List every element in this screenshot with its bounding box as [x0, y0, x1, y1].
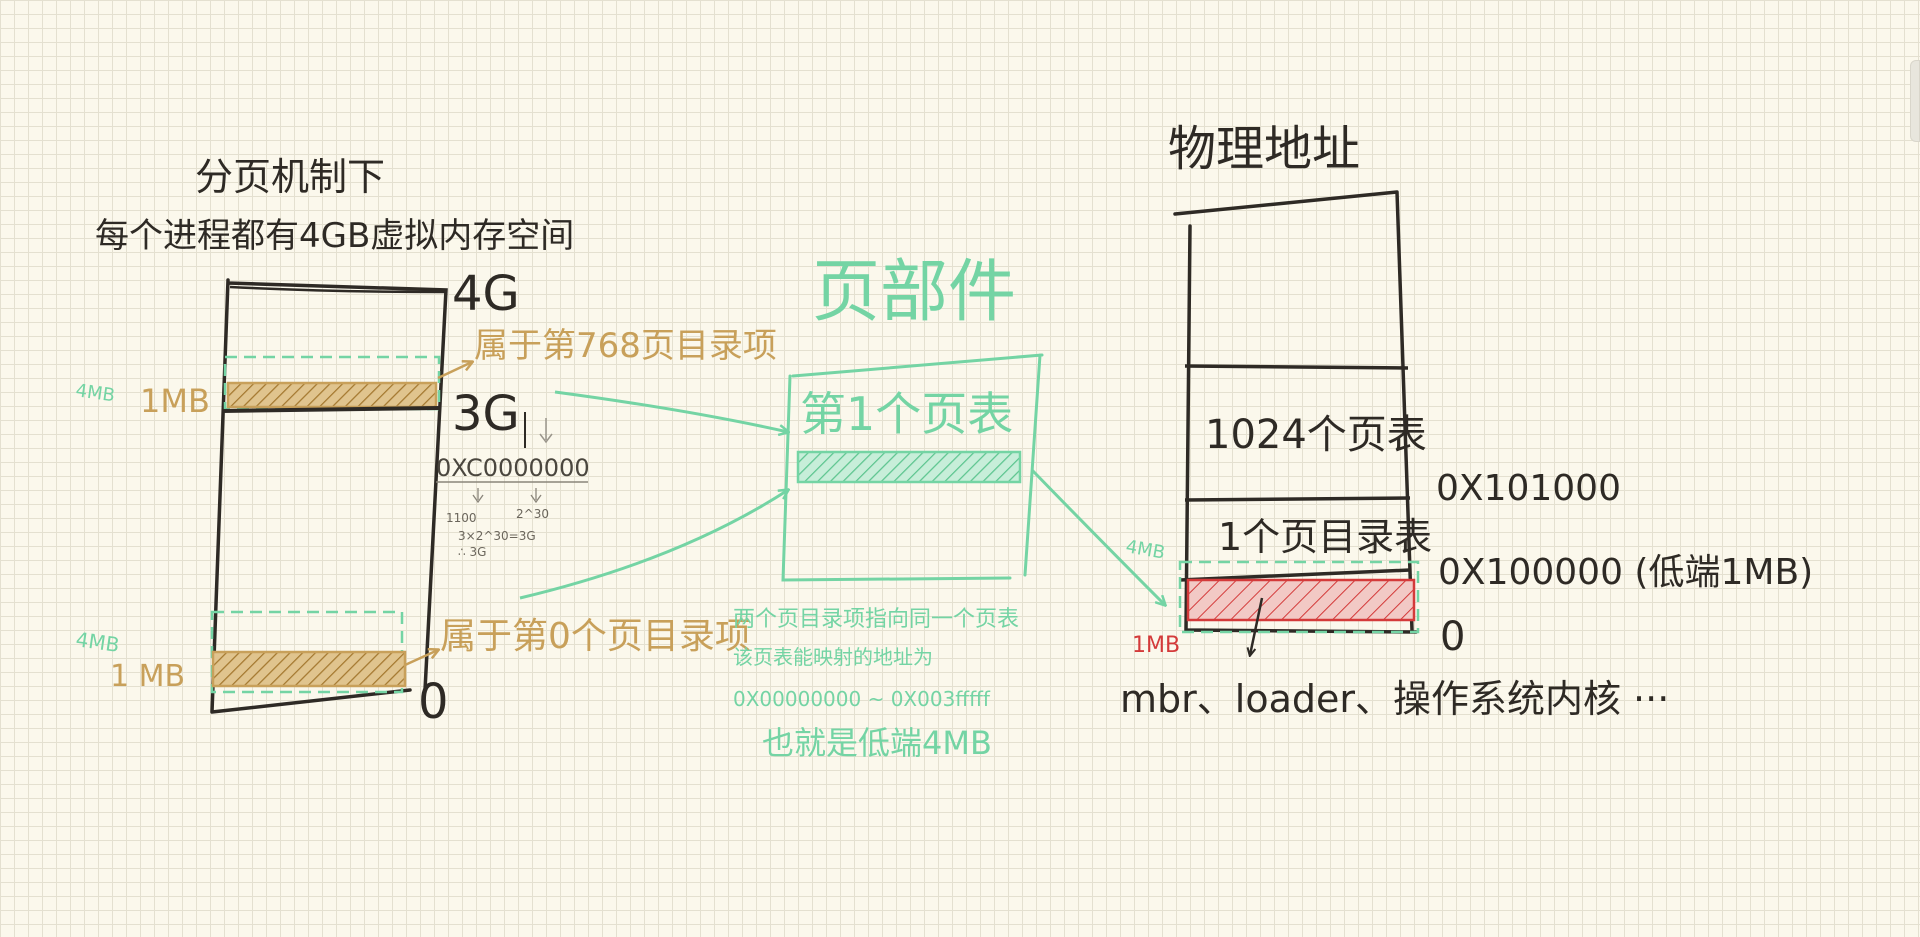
virtual-addr-arrows — [472, 488, 542, 504]
physical-red-1mb-label: 1MB — [1132, 633, 1180, 658]
virtual-bits-left: 1100 — [446, 511, 477, 525]
virtual-space-group: 分页机制下 每个进程都有4GB虚拟内存空间 4MB 1MB 4MB 1 MB 4… — [74, 155, 777, 730]
physical-divider-101000 — [1184, 496, 1411, 502]
lower-gold-hatched-band — [211, 650, 407, 688]
addr-0x100000: 0X100000 (低端1MB) — [1438, 552, 1813, 593]
page-directory-label: 1个页目录表 — [1218, 515, 1432, 559]
first-page-table-hatched — [796, 450, 1022, 484]
virtual-bits-right: 2^30 — [516, 507, 549, 521]
virtual-title-line2: 每个进程都有4GB虚拟内存空间 — [95, 216, 574, 256]
virtual-3g-line — [221, 406, 441, 413]
mark-0: 0 — [418, 674, 449, 730]
page-note-line3: 0X00000000 ~ 0X003fffff — [733, 687, 991, 711]
page-note-line1: 两个页目录项指向同一个页表 — [733, 607, 1019, 632]
upper-gold-hatched-band — [226, 381, 438, 409]
page-note-line4: 也就是低端4MB — [762, 724, 992, 762]
page-component-box — [781, 353, 1044, 582]
upper-gold-1mb-label: 1MB — [140, 382, 210, 420]
virtual-4g-line — [229, 285, 446, 294]
virtual-calc-2: ∴ 3G — [458, 545, 486, 559]
arrow-0-to-page-table — [519, 490, 788, 600]
physical-red-hatched-band — [1186, 578, 1416, 622]
virtual-memory-box — [210, 278, 448, 714]
arrow-page-table-to-physical — [1030, 468, 1165, 605]
edge-scroll-handle[interactable] — [1910, 60, 1920, 142]
addr-0x101000: 0X101000 — [1436, 468, 1621, 509]
virtual-addr-0xc0000000: 0XC0000000 — [436, 454, 590, 482]
physical-title: 物理地址 — [1168, 121, 1360, 177]
page-tables-1024-label: 1024个页表 — [1205, 412, 1427, 458]
bottom-note-arrow — [1250, 597, 1264, 655]
physical-green-4mb-label: 4MB — [1124, 536, 1166, 564]
virtual-title-line1: 分页机制下 — [195, 155, 385, 199]
physical-bottom-note: mbr、loader、操作系统内核 ··· — [1120, 677, 1669, 721]
page-component-group: 页部件 第1个页表 两个页目录项指向同一个页表 该页表能映射的地址为 0X000… — [733, 253, 1044, 762]
upper-green-4mb-label: 4MB — [74, 380, 116, 406]
page-component-title: 页部件 — [812, 253, 1016, 332]
mark-4g: 4G — [452, 266, 520, 322]
arrow-3g-to-page-table — [554, 390, 788, 432]
physical-green-dashed-band — [1178, 560, 1420, 634]
addr-zero: 0 — [1440, 614, 1465, 660]
page-note-line2: 该页表能映射的地址为 — [733, 645, 933, 669]
lower-green-4mb-label: 4MB — [74, 627, 121, 657]
lower-note-arrow — [404, 650, 438, 667]
upper-note-arrow — [437, 362, 472, 380]
mark-3g-hint-arrow — [539, 418, 553, 444]
physical-divider-100000 — [1179, 568, 1411, 582]
first-page-table-label: 第1个页表 — [800, 387, 1013, 441]
upper-note: 属于第768页目录项 — [474, 326, 777, 366]
mark-3g: 3G — [452, 386, 520, 442]
lower-gold-1mb-label: 1 MB — [110, 659, 185, 694]
physical-divider-top — [1184, 364, 1409, 370]
lower-note: 属于第0个页目录项 — [440, 616, 751, 657]
physical-space-group: 物理地址 1024个页表 1个页目录表 4MB 1MB 0X101000 0X1… — [1120, 121, 1813, 721]
virtual-calc-1: 3×2^30=3G — [458, 529, 536, 543]
